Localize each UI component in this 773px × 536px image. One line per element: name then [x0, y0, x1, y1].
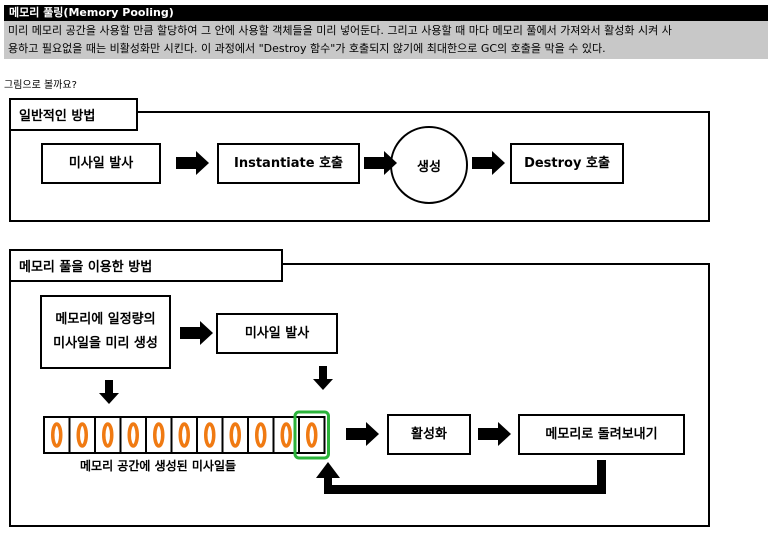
missile-icon [280, 422, 292, 448]
pool-fire-missile-box: 미사일 발사 [216, 313, 338, 354]
precreate-line-1: 메모리에 일정량의 [55, 312, 156, 327]
return-loop-arrow [316, 460, 606, 494]
missile-icon [51, 422, 63, 448]
missile-icon [229, 422, 241, 448]
arrow-right-6 [478, 422, 511, 446]
fire-missile-box: 미사일 발사 [41, 143, 161, 184]
destroy-box: Destroy 호출 [510, 143, 624, 184]
activate-box: 활성화 [387, 414, 471, 455]
precreate-line-2: 미사일을 미리 생성 [53, 336, 158, 351]
instantiate-box: Instantiate 호출 [217, 143, 360, 184]
missile-icon [255, 422, 267, 448]
arrow-right-2 [364, 151, 397, 175]
arrow-right-1 [176, 151, 209, 175]
figure-caption: 그림으로 볼까요? [4, 80, 77, 91]
selected-slot-highlight [293, 410, 330, 460]
section-title: 메모리 풀링(Memory Pooling) [4, 5, 768, 21]
return-to-memory-box: 메모리로 돌려보내기 [518, 414, 685, 455]
missile-icon [178, 422, 190, 448]
arrow-down-2 [313, 366, 333, 390]
missile-icon [76, 422, 88, 448]
pool-label: 메모리 공간에 생성된 미사일들 [80, 459, 237, 473]
arrow-right-5 [346, 422, 379, 446]
missile-icon [153, 422, 165, 448]
arrow-right-3 [472, 151, 505, 175]
memory-pool-slots [43, 416, 326, 454]
missile-icon [127, 422, 139, 448]
missile-icon [306, 422, 318, 448]
pool-method-title: 메모리 풀을 이용한 방법 [9, 249, 283, 282]
normal-method-title: 일반적인 방법 [9, 98, 138, 131]
missile-icon [102, 422, 114, 448]
missile-icon [204, 422, 216, 448]
arrow-down-1 [99, 380, 119, 404]
description-line-1: 미리 메모리 공간을 사용할 만큼 할당하여 그 안에 사용할 객체들을 미리 … [8, 24, 672, 37]
description-line-2: 용하고 필요없을 때는 비활성화만 시킨다. 이 과정에서 "Destroy 함… [8, 42, 606, 55]
precreate-box: 메모리에 일정량의 미사일을 미리 생성 [40, 295, 171, 369]
arrow-right-4 [180, 321, 213, 345]
description: 미리 메모리 공간을 사용할 만큼 할당하여 그 안에 사용할 객체들을 미리 … [4, 21, 768, 59]
